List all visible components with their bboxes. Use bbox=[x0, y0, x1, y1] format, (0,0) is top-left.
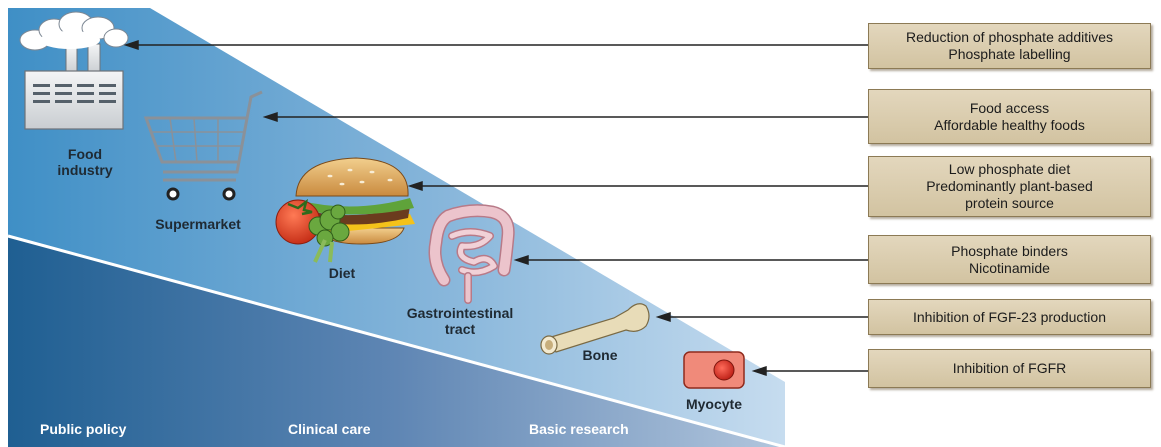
box-line: Phosphate labelling bbox=[948, 46, 1070, 63]
box-line: Inhibition of FGFR bbox=[953, 360, 1067, 377]
box-line: Low phosphate diet bbox=[949, 161, 1070, 178]
label-line: industry bbox=[50, 162, 120, 178]
box-line: Inhibition of FGF-23 production bbox=[913, 309, 1106, 326]
label-line: Gastrointestinal bbox=[395, 305, 525, 321]
intervention-box-myocyte: Inhibition of FGFR bbox=[868, 349, 1151, 388]
intervention-box-food-industry: Reduction of phosphate additives Phospha… bbox=[868, 23, 1151, 69]
axis-label-public-policy: Public policy bbox=[40, 421, 126, 437]
box-line: Nicotinamide bbox=[969, 260, 1050, 277]
intervention-box-diet: Low phosphate diet Predominantly plant-b… bbox=[868, 156, 1151, 217]
factory-icon bbox=[20, 12, 128, 129]
label-bone: Bone bbox=[570, 347, 630, 363]
box-line: Food access bbox=[970, 100, 1049, 117]
label-myocyte: Myocyte bbox=[672, 396, 756, 412]
axis-label-clinical-care: Clinical care bbox=[288, 421, 371, 437]
label-line: Food bbox=[50, 146, 120, 162]
label-diet: Diet bbox=[312, 265, 372, 281]
box-line: protein source bbox=[965, 195, 1054, 212]
box-line: Phosphate binders bbox=[951, 243, 1068, 260]
label-gi-tract: Gastrointestinal tract bbox=[395, 305, 525, 337]
box-line: Reduction of phosphate additives bbox=[906, 29, 1113, 46]
label-supermarket: Supermarket bbox=[138, 216, 258, 232]
label-food-industry: Food industry bbox=[50, 146, 120, 178]
box-line: Affordable healthy foods bbox=[934, 117, 1085, 134]
intervention-box-bone: Inhibition of FGF-23 production bbox=[868, 299, 1151, 335]
myocyte-icon bbox=[684, 352, 744, 388]
box-line: Predominantly plant-based bbox=[926, 178, 1093, 195]
axis-label-basic-research: Basic research bbox=[529, 421, 629, 437]
intervention-box-gi-tract: Phosphate binders Nicotinamide bbox=[868, 235, 1151, 284]
intervention-box-supermarket: Food access Affordable healthy foods bbox=[868, 89, 1151, 144]
label-line: tract bbox=[395, 321, 525, 337]
